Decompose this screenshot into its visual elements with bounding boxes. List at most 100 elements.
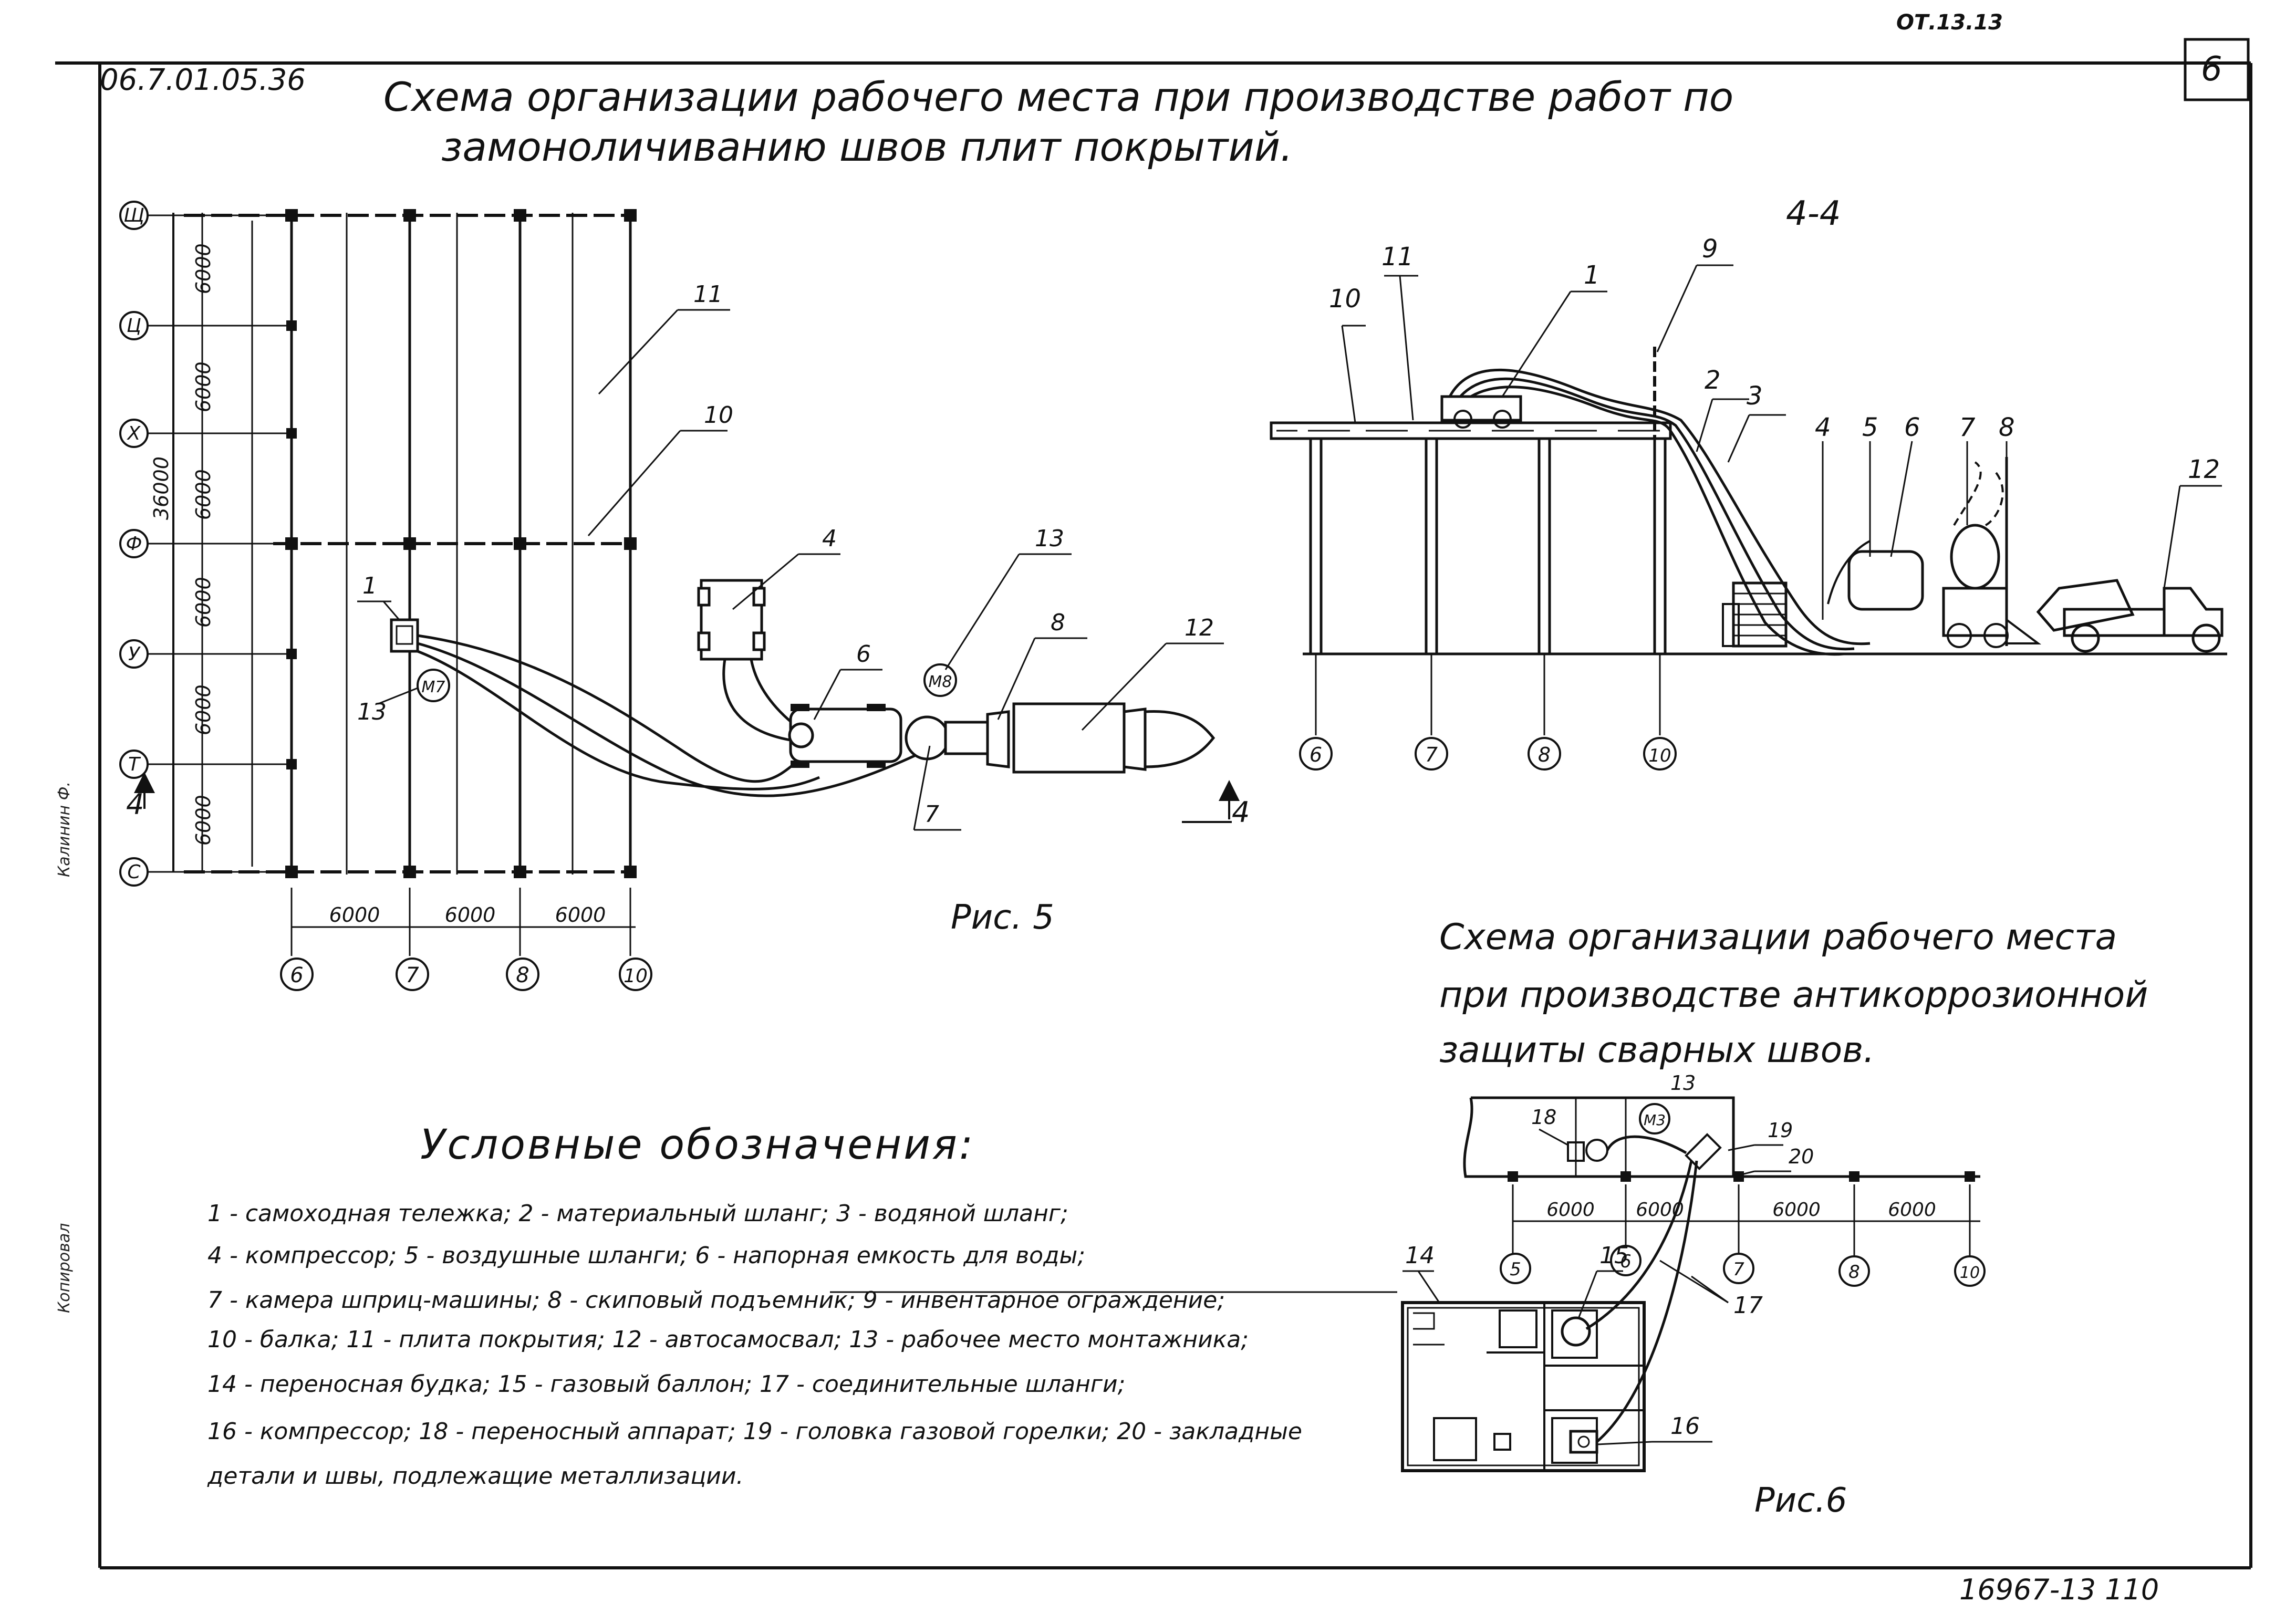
side-note-signature: Калинин Ф. xyxy=(55,782,74,877)
row-axis-label: С xyxy=(127,861,141,883)
callout: 19 xyxy=(1768,1119,1793,1142)
sheet-number: 6 xyxy=(2201,50,2222,89)
legend-line: 10 - балка; 11 - плита покрытия; 12 - ав… xyxy=(207,1326,1249,1353)
row-spacing-dim: 6000 xyxy=(192,684,215,735)
fig6-title-line1: Схема организации рабочего места xyxy=(1439,917,2117,958)
row-spacing-dim: 6000 xyxy=(192,361,215,412)
section-axis-label: 10 xyxy=(1648,745,1671,766)
row-spacing-dim: 6000 xyxy=(192,469,215,520)
fig5-caption: Рис. 5 xyxy=(951,898,1054,937)
worker-mark: М3 xyxy=(1644,1111,1666,1129)
section-labels: 6 7 8 10 10 11 1 9 2 3 4 5 6 7 8 12 xyxy=(1310,234,2220,766)
section-axis-label: 7 xyxy=(1425,743,1438,766)
callout: 8 xyxy=(1999,413,2015,442)
fig6-spacing-dim: 6000 xyxy=(1546,1199,1595,1221)
top-right-stamp: ОТ.13.13 xyxy=(1896,11,2003,35)
plan-labels: Щ Ц Х Ф У Т С 6 7 8 10 6000 6000 6000 60… xyxy=(123,205,1250,987)
legend-line: 14 - переносная будка; 15 - газовый балл… xyxy=(207,1371,1126,1398)
callout: 12 xyxy=(1185,615,1214,641)
row-axis-label: Х xyxy=(127,423,141,444)
plan-view xyxy=(119,201,1240,991)
callout: 6 xyxy=(856,641,871,668)
callout: 10 xyxy=(704,402,733,429)
callout: 11 xyxy=(1381,242,1414,272)
fig6-caption: Рис.6 xyxy=(1754,1481,1847,1520)
callout: 13 xyxy=(1670,1071,1696,1095)
fig6-labels: 5 6 7 8 10 6000 6000 6000 6000 М3 18 13 … xyxy=(1405,1071,1980,1440)
legend-line: детали и швы, подлежащие металлизации. xyxy=(207,1463,744,1490)
main-title-line2: замоноличиванию швов плит покрытий. xyxy=(441,123,1293,170)
callout: 9 xyxy=(1702,234,1718,264)
callout: 12 xyxy=(2188,455,2220,484)
callout: 10 xyxy=(1329,284,1361,314)
callout: 20 xyxy=(1789,1145,1814,1168)
callout: 3 xyxy=(1747,381,1763,411)
col-spacing-dim: 6000 xyxy=(555,903,606,927)
callout: 7 xyxy=(924,801,939,828)
col-axis-label: 6 xyxy=(290,963,303,987)
fig6-view xyxy=(1401,1096,1986,1472)
fig6-axis-label: 8 xyxy=(1848,1262,1860,1283)
legend-line: 16 - компрессор; 18 - переносный аппарат… xyxy=(207,1418,1302,1445)
callout: 6 xyxy=(1904,413,1920,442)
callout: 13 xyxy=(357,699,387,725)
section-title: 4-4 xyxy=(1786,194,1841,233)
row-spacing-dim: 6000 xyxy=(192,577,215,628)
col-axis-label: 7 xyxy=(406,963,419,987)
bottom-number: 16967-13 110 xyxy=(1959,1573,2159,1606)
fig6-title-line2: при производстве антикоррозионной xyxy=(1439,974,2148,1016)
callout: 14 xyxy=(1405,1242,1435,1269)
fig6-axis-label: 7 xyxy=(1733,1259,1744,1280)
row-axis-label: У xyxy=(128,643,141,665)
fig6-axis-label: 10 xyxy=(1960,1264,1980,1282)
callout: 15 xyxy=(1599,1242,1629,1269)
row-axis-label: Т xyxy=(128,754,141,775)
legend-line: 4 - компрессор; 5 - воздушные шланги; 6 … xyxy=(207,1242,1086,1269)
fig6-axis-label: 6 xyxy=(1620,1251,1632,1272)
row-axis-label: Ц xyxy=(127,315,141,337)
legend-line: 7 - камера шприц-машины; 8 - скиповый по… xyxy=(207,1287,1225,1314)
section-view xyxy=(1270,264,2227,771)
legend-title: Условные обозначения: xyxy=(420,1121,975,1169)
row-axis-label: Ф xyxy=(126,533,142,555)
fig6-spacing-dim: 6000 xyxy=(1772,1199,1821,1221)
legend-line: 1 - самоходная тележка; 2 - материальный… xyxy=(207,1200,1068,1227)
main-title-line1: Схема организации рабочего места при про… xyxy=(383,74,1734,120)
callout: 4 xyxy=(822,525,837,552)
fig6-spacing-dim: 6000 xyxy=(1888,1199,1936,1221)
section-mark-left: 4 xyxy=(126,788,144,821)
callout: 2 xyxy=(1705,366,1721,395)
callout: 8 xyxy=(1051,609,1065,636)
section-axis-label: 8 xyxy=(1538,743,1551,766)
callout: 1 xyxy=(1584,261,1600,290)
col-axis-label: 8 xyxy=(516,963,529,987)
callout: 18 xyxy=(1531,1106,1556,1129)
callout: 16 xyxy=(1670,1413,1700,1440)
section-mark-right: 4 xyxy=(1232,796,1250,829)
sheet-frame xyxy=(55,38,2252,1569)
callout: 11 xyxy=(693,281,723,308)
fig6-spacing-dim: 6000 xyxy=(1636,1199,1684,1221)
row-spacing-dim: 6000 xyxy=(192,795,215,846)
callout: 5 xyxy=(1862,413,1878,442)
worker-mark: М8 xyxy=(929,673,952,691)
worker-mark: М7 xyxy=(422,678,445,696)
callout: 1 xyxy=(362,573,377,599)
col-spacing-dim: 6000 xyxy=(329,903,380,927)
row-spacing-dim: 6000 xyxy=(192,243,215,294)
row-axis-label: Щ xyxy=(123,205,144,226)
callout: 13 xyxy=(1035,525,1064,552)
overall-dim: 36000 xyxy=(150,456,173,520)
col-spacing-dim: 6000 xyxy=(445,903,496,927)
doc-code: 06.7.01.05.36 xyxy=(100,63,306,97)
side-note-copied: Копировал xyxy=(55,1223,74,1313)
section-axis-label: 6 xyxy=(1310,743,1322,766)
callout: 7 xyxy=(1959,413,1976,442)
col-axis-label: 10 xyxy=(624,965,648,987)
callout: 17 xyxy=(1733,1292,1763,1319)
callout: 4 xyxy=(1815,413,1831,442)
fig6-title-line3: защиты сварных швов. xyxy=(1439,1029,1875,1071)
fig6-axis-label: 5 xyxy=(1510,1259,1521,1280)
